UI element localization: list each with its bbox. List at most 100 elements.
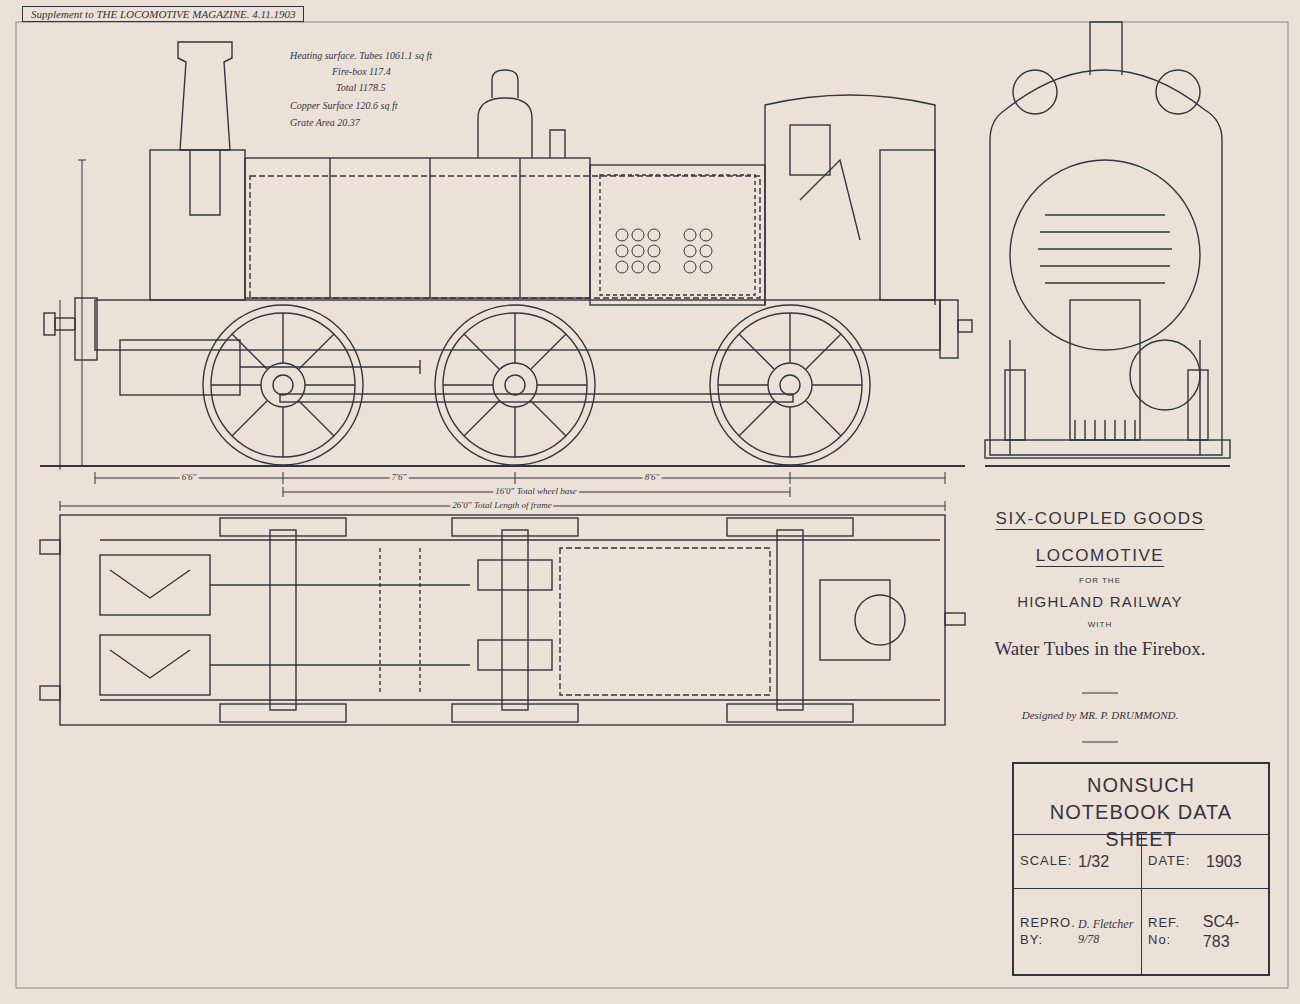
side-elevation-part — [600, 175, 755, 295]
plan-view-part — [502, 530, 528, 710]
title-line: WITH — [1086, 620, 1114, 629]
plan-view-part — [452, 704, 578, 722]
plan-view-part — [380, 548, 420, 695]
side-elevation-part-part — [632, 245, 644, 257]
side-elevation — [40, 42, 972, 511]
side-elevation-part — [800, 160, 860, 240]
side-elevation-part — [78, 160, 86, 466]
plan-view-part — [478, 640, 552, 670]
node-text: 1/32 — [1078, 852, 1109, 871]
note: Grate Area 20.37 — [288, 117, 362, 129]
note: Total 1178.5 — [334, 82, 387, 94]
end-view-part — [985, 440, 1230, 458]
end-view-part — [1090, 22, 1122, 75]
side-elevation-part — [616, 229, 712, 273]
plan-view-part — [452, 518, 578, 536]
plan-view-part — [100, 555, 210, 615]
side-elevation-part — [435, 305, 595, 465]
node-text: SCALE: — [1020, 853, 1070, 869]
side-elevation-part-part — [700, 229, 712, 241]
side-elevation-part — [765, 95, 935, 305]
title-block: NONSUCH NOTEBOOK DATA SHEETSCALE:1/32DAT… — [1012, 762, 1270, 976]
end-view-part — [1156, 70, 1200, 114]
side-elevation-part — [505, 375, 525, 395]
side-elevation-part — [211, 313, 355, 457]
dimension: 8'6" — [643, 472, 662, 482]
end-view-part — [1130, 340, 1200, 410]
side-elevation-part — [178, 42, 232, 150]
note: Heating surface. Tubes 1061.1 sq ft — [288, 50, 434, 62]
side-elevation-part — [95, 472, 945, 484]
plan-view-part — [100, 540, 940, 700]
plan-view-part — [270, 530, 296, 710]
side-elevation-part — [940, 300, 958, 358]
side-elevation-part — [710, 305, 870, 465]
end-view-part — [1038, 215, 1172, 283]
dimension: 26'0" Total Length of frame — [450, 500, 553, 510]
end-view-part — [1188, 370, 1208, 440]
side-elevation-part-part — [684, 245, 696, 257]
side-elevation-part — [60, 501, 945, 511]
plan-view-part — [210, 585, 470, 665]
end-view-part — [1010, 160, 1200, 350]
end-view-part — [985, 465, 1230, 467]
title-cell: SCALE: 1/32 — [1014, 834, 1141, 888]
title-cell: DATE: 1903 — [1141, 834, 1268, 888]
end-view-part — [1010, 340, 1200, 455]
node-text: SC4-783 — [1203, 912, 1262, 950]
side-elevation-part — [55, 318, 75, 330]
end-view-part — [1005, 370, 1025, 440]
side-elevation-part-part — [700, 261, 712, 273]
side-elevation-part-part — [684, 229, 696, 241]
side-elevation-part — [590, 165, 765, 305]
plan-view-part — [220, 518, 346, 536]
side-elevation-part — [718, 313, 862, 457]
side-elevation-part — [40, 465, 965, 467]
side-elevation-part — [75, 298, 97, 360]
plan-view-part — [560, 548, 770, 695]
node-text: DATE: — [1148, 853, 1198, 869]
side-elevation-part — [443, 313, 587, 457]
side-elevation-part — [790, 125, 830, 175]
plan-view-part — [40, 686, 60, 700]
side-elevation-part — [958, 320, 972, 332]
end-view-part — [990, 70, 1222, 455]
side-elevation-part — [261, 363, 305, 407]
title-line: HIGHLAND RAILWAY — [1015, 593, 1185, 610]
side-elevation-part — [493, 363, 537, 407]
dimension: 16'0" Total wheel base — [493, 486, 579, 496]
side-elevation-part-part — [648, 229, 660, 241]
note: Copper Surface 120.6 sq ft — [288, 100, 400, 112]
title-line: Water Tubes in the Firebox. — [992, 638, 1207, 660]
title-line: FOR THE — [1077, 576, 1123, 585]
side-elevation-part — [880, 150, 935, 300]
side-elevation-part-part — [632, 229, 644, 241]
side-elevation-part — [330, 158, 520, 298]
side-elevation-part — [443, 313, 587, 457]
designer-credit: Designed by MR. P. DRUMMOND. — [1020, 709, 1181, 722]
plan-view-part — [727, 518, 853, 536]
node-text: D. Fletcher 9/78 — [1078, 917, 1135, 946]
node-text: 1903 — [1206, 852, 1242, 871]
side-elevation-part — [240, 360, 420, 374]
side-elevation-part — [780, 375, 800, 395]
side-elevation-part — [95, 300, 940, 350]
side-elevation-part — [273, 375, 293, 395]
note: Fire-box 117.4 — [330, 66, 393, 78]
side-elevation-part — [718, 313, 862, 457]
node-text: REPRO. BY: — [1020, 915, 1070, 948]
sheet-border — [16, 22, 1288, 988]
end-view-part — [1075, 420, 1135, 440]
side-elevation-part — [120, 340, 240, 395]
side-elevation-part-part — [616, 261, 628, 273]
side-elevation-part — [203, 305, 363, 465]
plan-view-part — [60, 515, 945, 725]
plan-view-part — [478, 560, 552, 590]
side-elevation-part-part — [684, 261, 696, 273]
end-view — [985, 22, 1230, 466]
side-elevation-part — [245, 158, 590, 298]
plan-view-part — [777, 530, 803, 710]
plan-view-part — [220, 704, 346, 722]
